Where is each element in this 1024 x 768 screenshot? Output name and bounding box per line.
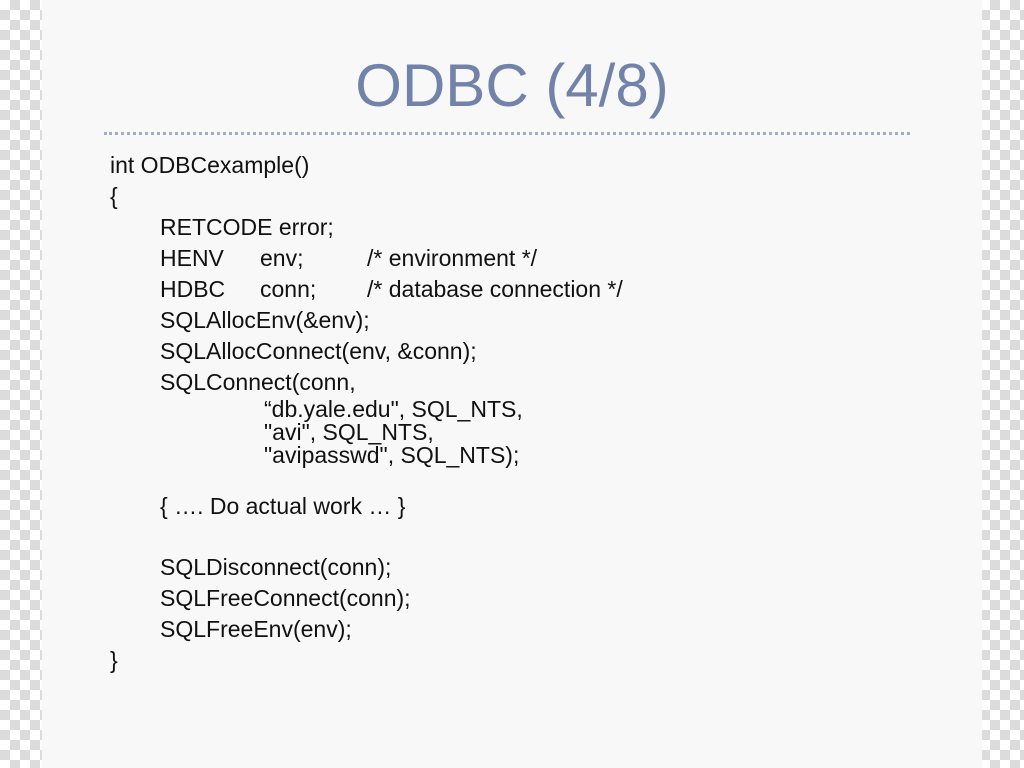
code-line-alloc-connect: SQLAllocConnect(env, &conn); [160,338,477,364]
code-line-open-brace: { [110,183,118,209]
code-line-henv-type: HENV [160,245,224,271]
code-line-disconnect: SQLDisconnect(conn); [160,554,392,580]
code-line-close-brace: } [110,647,118,673]
code-line-hdbc-var: conn; [260,276,317,302]
code-line-hdbc-type: HDBC [160,276,226,302]
slide-title: ODBC (4/8) [355,52,669,119]
code-line-connect-user: "avi", SQL_NTS, [264,419,434,445]
code-line-free-env: SQLFreeEnv(env); [160,616,352,642]
code-line-sql-connect: SQLConnect(conn, [160,369,356,395]
code-line-connect-server: “db.yale.edu", SQL_NTS, [264,396,523,422]
code-line-alloc-env: SQLAllocEnv(&env); [160,307,370,333]
code-line-free-connect: SQLFreeConnect(conn); [160,585,411,611]
code-line-henv-var: env; [260,245,304,271]
code-line-actual-work: { …. Do actual work … } [160,493,406,519]
code-line-hdbc-comment: /* database connection */ [367,276,623,302]
code-line-connect-password: "avipasswd", SQL_NTS); [264,442,520,468]
code-line-retcode: RETCODE error; [160,214,334,240]
slide: ODBC (4/8) int ODBCexample() { RETCODE e… [42,0,982,768]
code-line-function-signature: int ODBCexample() [110,152,310,178]
title-divider [104,132,910,135]
code-line-henv-comment: /* environment */ [367,245,538,271]
